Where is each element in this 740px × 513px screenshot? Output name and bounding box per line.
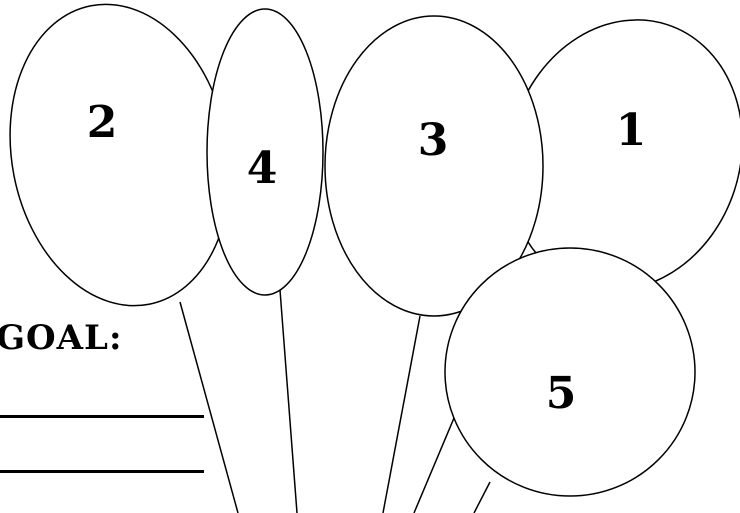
balloon-string-2 <box>180 302 238 513</box>
balloon-string-5 <box>474 482 490 513</box>
balloon-number-5: 5 <box>546 368 577 419</box>
goal-label: GOAL: <box>0 318 123 358</box>
goal-answer-line-2[interactable] <box>0 470 204 473</box>
balloon-number-1: 1 <box>616 105 647 156</box>
balloon-number-3: 3 <box>418 115 449 166</box>
goal-answer-line-1[interactable] <box>0 415 204 418</box>
balloon-number-4: 4 <box>247 143 278 194</box>
balloon-number-2: 2 <box>87 97 118 148</box>
balloon-string-4 <box>280 290 297 513</box>
balloon-string-3 <box>383 316 420 513</box>
